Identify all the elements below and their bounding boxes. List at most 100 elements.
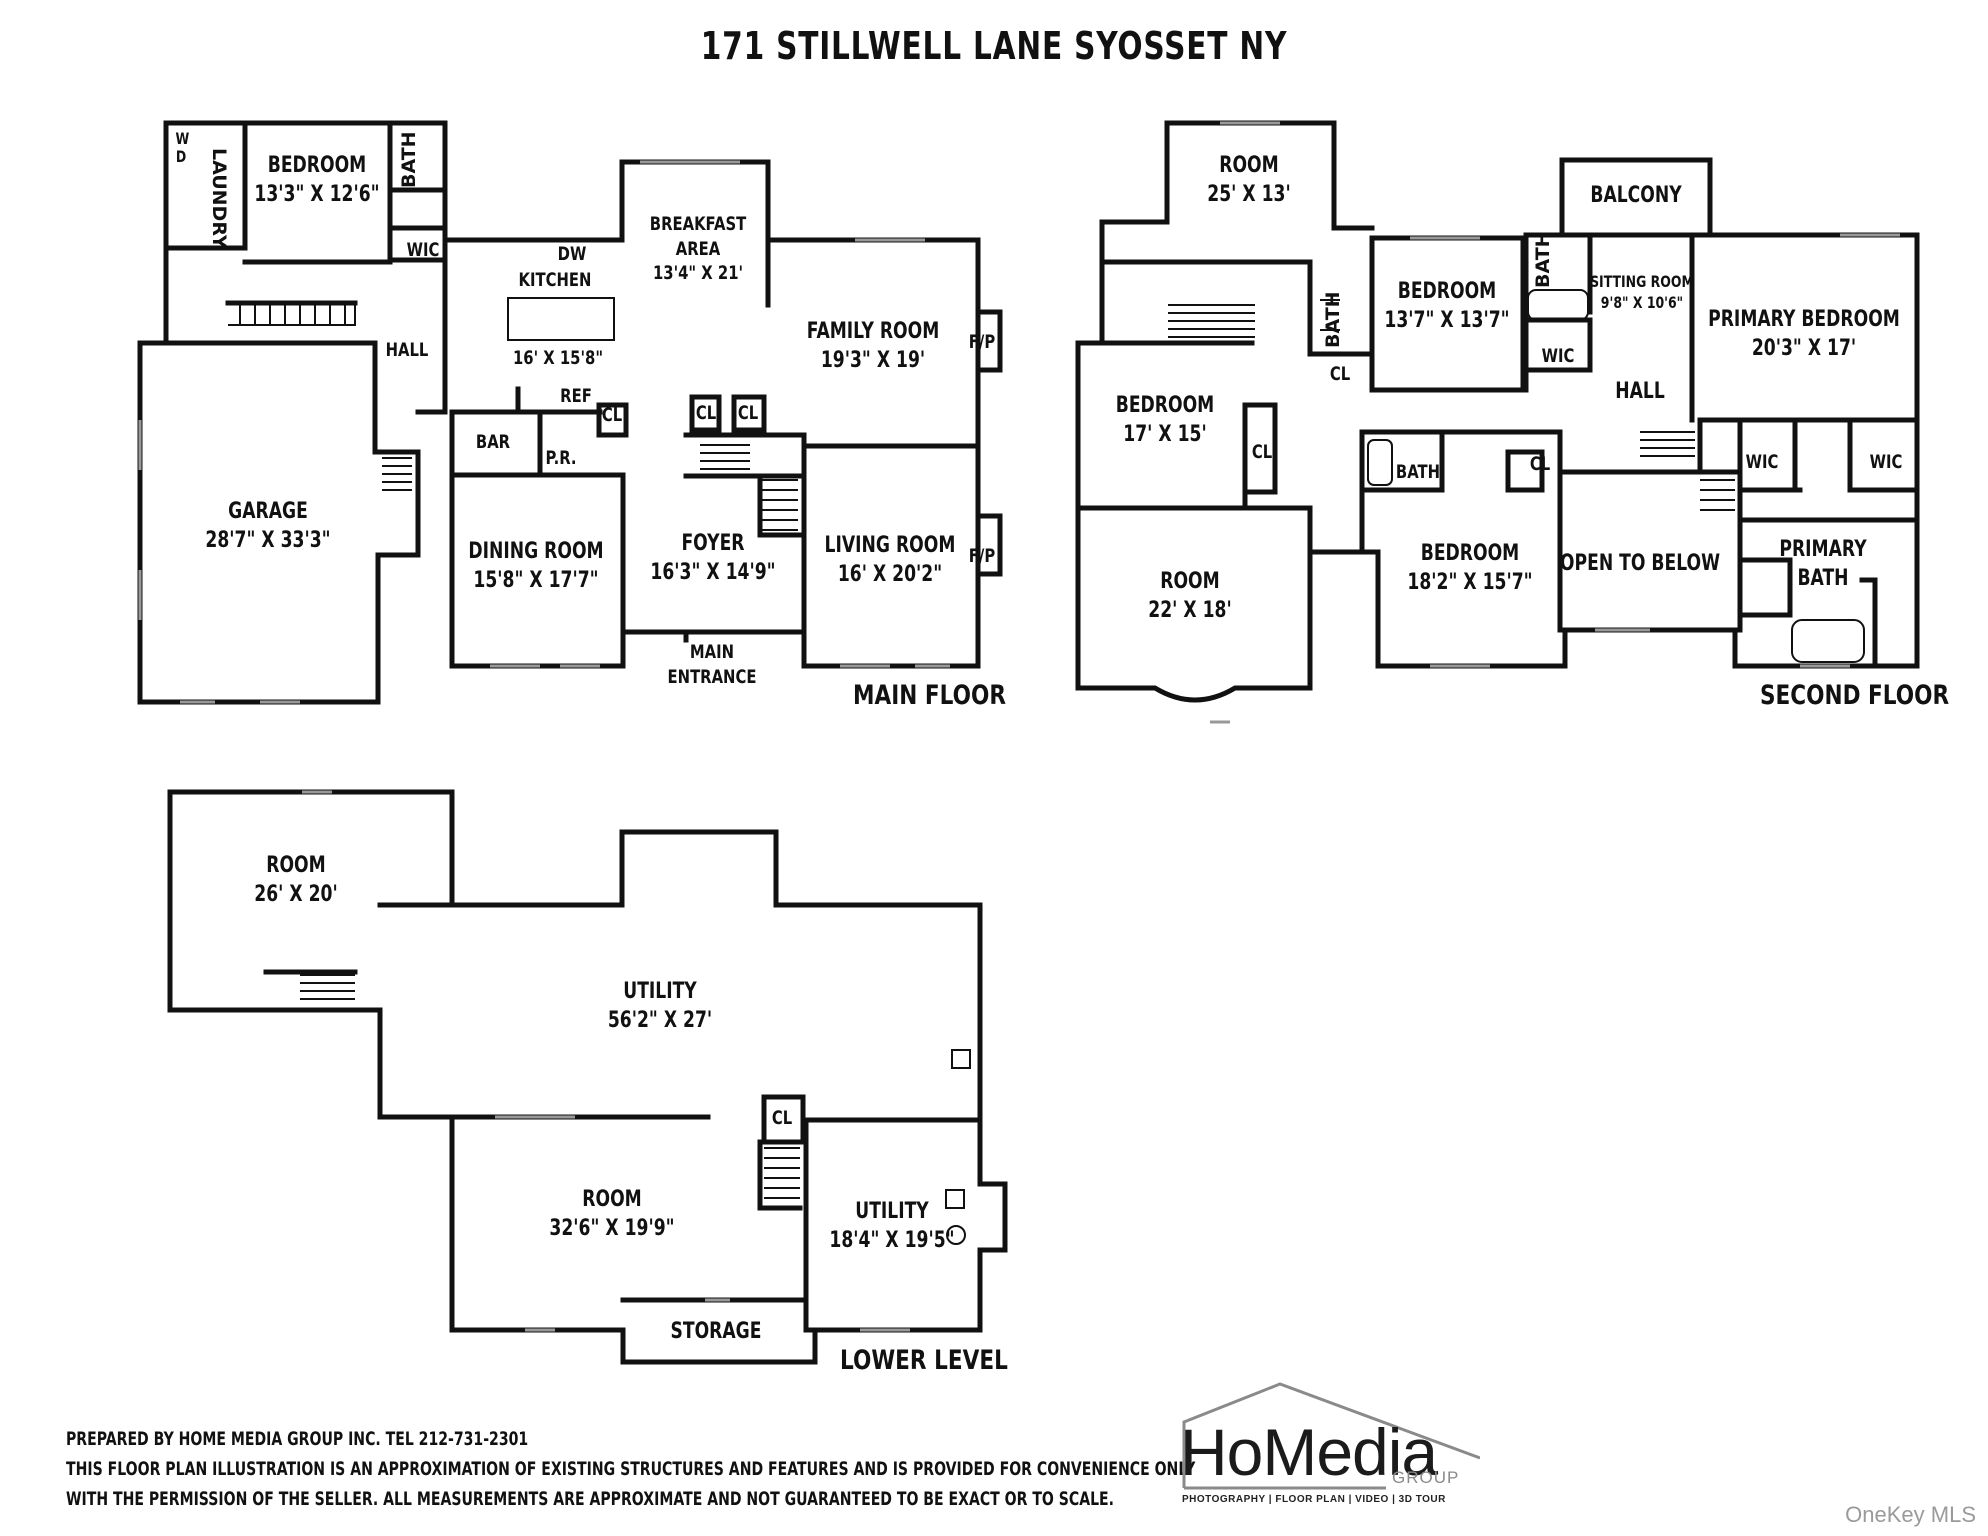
room-name: ROOM — [1219, 153, 1279, 178]
room-name: UTILITY — [623, 979, 697, 1004]
room-dimensions: 22' X 18' — [1148, 597, 1232, 623]
main-floor-label: MAIN FLOOR — [853, 680, 1006, 711]
room-name: FAMILY ROOM — [806, 319, 940, 344]
room-label-bedroom-1: BEDROOM 13'7" X 13'7" — [1384, 278, 1509, 335]
room-label-fireplace-1: F/P — [968, 331, 996, 353]
room-dimensions: 13'3" X 12'6" — [254, 181, 380, 207]
room-name: MAIN — [689, 641, 735, 663]
room-name: DINING ROOM — [468, 539, 604, 564]
room-name: BEDROOM — [1115, 393, 1215, 418]
room-label-dw: DW — [557, 243, 587, 265]
room-name: SITTING ROOM — [1590, 272, 1694, 291]
room-label-living: LIVING ROOM 16' X 20'2" — [825, 532, 956, 589]
room-label-breakfast: BREAKFAST AREA 13'4" X 21' — [650, 212, 746, 286]
room-label-closet-lower: CL — [771, 1107, 793, 1129]
room-label-garage: GARAGE 28'7" X 33'3" — [205, 498, 330, 555]
room-label-closet-a: CL — [1329, 363, 1351, 385]
watermark: OneKey MLS — [1845, 1502, 1976, 1527]
room-label-bedroom: BEDROOM 13'3" X 12'6" — [254, 152, 379, 209]
room-name: BEDROOM — [1420, 541, 1520, 566]
page-title: 171 STILLWELL LANE SYOSSET NY — [700, 24, 1288, 68]
room-label-wd: W D — [175, 129, 190, 166]
room-dimensions: 20'3" X 17' — [1751, 335, 1857, 361]
room-label-bath-2: BATH — [1532, 231, 1554, 288]
room-label-wic: WIC — [406, 239, 440, 261]
lower-level-label: LOWER LEVEL — [840, 1345, 1008, 1376]
room-label-primary-bedroom: PRIMARY BEDROOM 20'3" X 17' — [1708, 306, 1900, 363]
room-name: PRIMARY — [1779, 537, 1867, 562]
room-label-room-2: ROOM 32'6" X 19'9" — [549, 1186, 674, 1243]
room-dimensions: 25' X 13' — [1207, 181, 1291, 207]
room-label-bath: BATH — [398, 131, 420, 188]
room-name: ROOM — [1160, 569, 1220, 594]
room-name: BEDROOM — [267, 153, 367, 178]
room-label-powder-room: P.R. — [545, 447, 577, 469]
room-label-closet-1: CL — [601, 404, 623, 426]
disclaimer: PREPARED BY HOME MEDIA GROUP INC. TEL 21… — [66, 1424, 1195, 1514]
room-label-room-top: ROOM 25' X 13' — [1207, 152, 1290, 209]
room-name-line2: AREA — [675, 237, 721, 260]
room-name: ROOM — [266, 853, 326, 878]
room-label-bedroom-2: BEDROOM 17' X 15' — [1116, 392, 1215, 449]
room-name-line2: ENTRANCE — [667, 665, 757, 688]
room-dimensions: 16'3" X 14'9" — [650, 559, 776, 585]
room-dimensions: 26' X 20' — [254, 881, 338, 907]
room-name: BEDROOM — [1397, 279, 1497, 304]
room-label-balcony: BALCONY — [1590, 183, 1682, 208]
room-label-utility-2: UTILITY 18'4" X 19'5" — [829, 1198, 954, 1255]
room-label-open-to-below: OPEN TO BELOW — [1559, 551, 1721, 576]
window-marks — [138, 121, 1900, 1332]
homedia-logo: HoMedia GROUP PHOTOGRAPHY | FLOOR PLAN |… — [1180, 1380, 1480, 1510]
room-dimensions: 13'7" X 13'7" — [1384, 307, 1510, 333]
room-label-sitting: SITTING ROOM 9'8" X 10'6" — [1590, 272, 1694, 314]
room-label-foyer: FOYER 16'3" X 14'9" — [650, 530, 775, 587]
room-label-utility-1: UTILITY 56'2" X 27' — [608, 978, 712, 1035]
room-label-ref: REF — [560, 385, 592, 407]
main-floor-walls — [137, 120, 1003, 705]
logo-house-outline-icon — [1182, 1382, 1480, 1490]
room-dimensions: 56'2" X 27' — [607, 1007, 713, 1033]
room-dimensions: 17' X 15' — [1123, 421, 1207, 447]
room-dimensions: 18'4" X 19'5" — [829, 1227, 955, 1253]
room-label-wic-c: WIC — [1869, 451, 1903, 473]
room-label-hall-2: HALL — [1615, 379, 1665, 404]
logo-wordmark: HoMedia — [1180, 1415, 1438, 1489]
room-name: GARAGE — [228, 499, 308, 524]
room-dimensions: 16' X 20'2" — [837, 561, 943, 587]
room-label-room-1: ROOM 26' X 20' — [254, 852, 337, 909]
logo-tagline: PHOTOGRAPHY | FLOOR PLAN | VIDEO | 3D TO… — [1182, 1494, 1446, 1505]
room-name: FOYER — [681, 531, 745, 556]
room-dimensions: 13'4" X 21' — [652, 262, 744, 285]
room-label-main-entrance: MAIN ENTRANCE — [668, 640, 757, 689]
room-dimensions: 28'7" X 33'3" — [205, 527, 331, 553]
second-floor-label: SECOND FLOOR — [1760, 680, 1950, 711]
room-dimensions: 18'2" X 15'7" — [1407, 569, 1533, 595]
second-floor-walls — [1075, 120, 1920, 703]
disclaimer-line-3: WITH THE PERMISSION OF THE SELLER. ALL M… — [66, 1488, 1115, 1510]
room-name: BREAKFAST — [649, 213, 747, 235]
room-label-bedroom-3: BEDROOM 18'2" X 15'7" — [1407, 540, 1532, 597]
room-label-primary-bath: PRIMARY BATH — [1779, 536, 1866, 593]
room-label-closet-c: CL — [1529, 453, 1551, 475]
room-name: UTILITY — [855, 1199, 929, 1224]
room-label-kitchen: KITCHEN — [518, 269, 592, 291]
room-label-fireplace-2: F/P — [968, 545, 996, 567]
room-label-bath-3: BATH — [1395, 461, 1441, 483]
room-label-hall: HALL — [385, 339, 429, 361]
logo-group-text: GROUP — [1392, 1468, 1460, 1487]
disclaimer-line-1: PREPARED BY HOME MEDIA GROUP INC. TEL 21… — [66, 1428, 529, 1450]
room-label-kitchen-dim: 16' X 15'8" — [512, 347, 604, 369]
room-dimensions: 19'3" X 19' — [820, 347, 926, 373]
room-label-closet-2: CL — [695, 402, 717, 424]
room-label-wic-b: WIC — [1745, 451, 1779, 473]
disclaimer-line-2: THIS FLOOR PLAN ILLUSTRATION IS AN APPRO… — [66, 1458, 1196, 1480]
room-label-closet-b: CL — [1251, 441, 1273, 463]
room-label-closet-3: CL — [737, 402, 759, 424]
room-label-bar: BAR — [475, 431, 511, 453]
fixtures — [507, 289, 1865, 1245]
room-dimensions: 32'6" X 19'9" — [549, 1215, 675, 1241]
room-label-wic-a: WIC — [1541, 345, 1575, 367]
room-name: ROOM — [582, 1187, 642, 1212]
room-label-family: FAMILY ROOM 19'3" X 19' — [807, 318, 940, 375]
